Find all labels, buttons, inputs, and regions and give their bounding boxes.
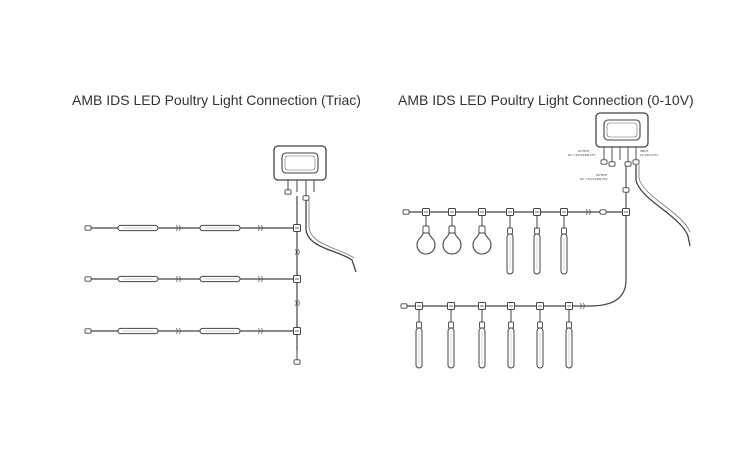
label-output-top-spec: DC 7.5V/14.6W 2TV (568, 153, 596, 157)
label-input-top-spec: AC 220-277V (640, 153, 658, 157)
label-output-bottom: OUTPUT (596, 173, 608, 177)
driver-box (273, 145, 327, 181)
label-input-top: INPUT (640, 149, 649, 153)
diagram-title-triac: AMB IDS LED Poultry Light Connection (Tr… (72, 92, 361, 108)
triac-diagram (84, 145, 357, 365)
label-output-bottom-spec: DC 7.5V/14.6W 2TV (580, 177, 608, 181)
zero-ten-volt-diagram: OUTPUT DC 7.5V/14.6W 2TV INPUT AC 220-27… (400, 112, 691, 369)
label-output-top: OUTPUT (578, 149, 590, 153)
driver-box-0-10v (595, 112, 649, 148)
diagram-title-0-10v: AMB IDS LED Poultry Light Connection (0-… (398, 92, 694, 108)
